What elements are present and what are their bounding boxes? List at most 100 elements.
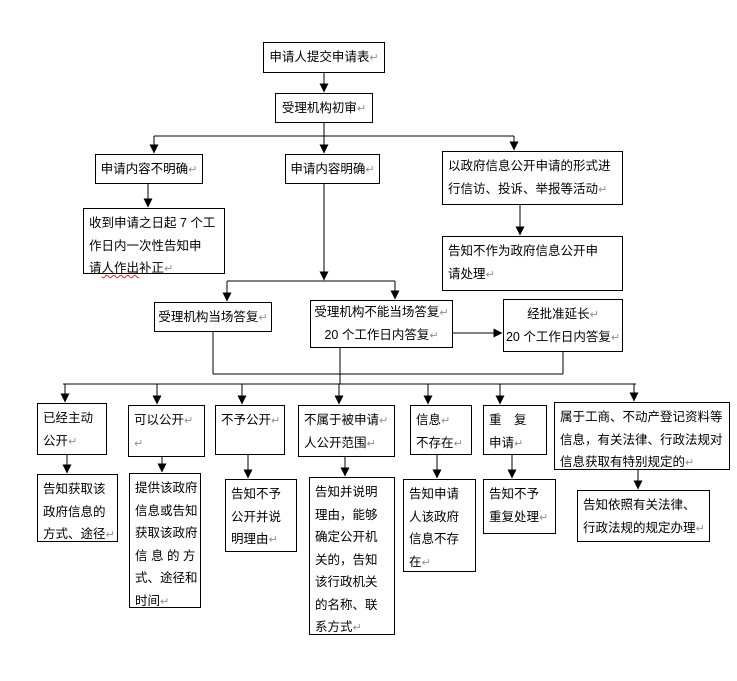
flow-node-text: 公开↵ [43, 433, 78, 448]
paragraph-return-mark: ↵ [439, 307, 449, 319]
flow-node-text: 可以公开↵ [134, 413, 194, 427]
flow-node-text: 信息获取有特别规定的↵ [560, 455, 695, 469]
flow-node-explain-refusal: 告知不予公开并说明理由↵ [225, 479, 297, 552]
flow-node-text: 告知不作为政府信息公开申 [448, 244, 599, 258]
flow-node-initial-review: 受理机构初审↵ [275, 93, 373, 123]
flow-node-text: 获取该政府 [135, 526, 198, 540]
paragraph-return-mark: ↵ [695, 522, 705, 535]
flow-node-special-records: 属于工商、不动产登记资料等信息，有关法律、行政法规对信息获取有特别规定的↵ [554, 402, 730, 470]
paragraph-return-mark: ↵ [258, 311, 268, 324]
flow-node-text: 提供该政府 [135, 481, 198, 495]
flow-node-text: 告知申请 [409, 487, 460, 501]
paragraph-return-mark: ↵ [369, 52, 379, 64]
flow-node-text: 确定公开机 [315, 530, 378, 544]
paragraph-return-mark: ↵ [188, 163, 198, 176]
flow-node-text: 告知获取该 [43, 482, 106, 496]
paragraph-return-mark: ↵ [598, 183, 608, 196]
flow-node-already-public: 已经主动公开↵ [37, 403, 107, 455]
flow-node-text: 系方式↵ [315, 620, 362, 634]
paragraph-return-mark: ↵ [134, 437, 144, 450]
flow-node-text: 关的，告知 [315, 552, 378, 567]
flow-node-text: 时间↵ [135, 593, 170, 608]
paragraph-return-mark: ↵ [421, 556, 431, 569]
flow-node-text: 政府信息的 [43, 504, 106, 519]
paragraph-return-mark: ↵ [356, 102, 367, 115]
flow-node-text: 申请人提交申请表↵ [269, 50, 379, 64]
flow-node-text: 不存在↵ [416, 435, 463, 450]
flow-node-tell-not-exist: 告知申请人该政府信息不存在↵ [403, 479, 476, 572]
flow-node-content-clear: 申请内容明确↵ [285, 154, 380, 184]
flow-node-text: 重复处理↵ [489, 509, 549, 524]
flow-node-text: 20 个工作日内答复↵ [324, 328, 439, 342]
flow-node-not-treated-as-request: 告知不作为政府信息公开申请处理↵ [442, 236, 623, 291]
paragraph-return-mark: ↵ [485, 268, 495, 281]
flow-node-tell-how-to-obtain: 告知获取该政府信息的方式、途径↵ [37, 474, 118, 542]
flow-node-text: 行政法规的规定办理↵ [583, 520, 705, 535]
flow-node-text: 告知依照有关法律、 [583, 498, 696, 512]
flow-node-text: 告知并说明 [315, 485, 378, 499]
flow-node-content-unclear: 申请内容不明确↵ [95, 154, 203, 184]
paragraph-return-mark: ↵ [589, 308, 599, 321]
flow-node-text: 经批准延长↵ [527, 306, 599, 321]
paragraph-return-mark: ↵ [429, 330, 439, 342]
flow-node-text: 受理机构初审↵ [281, 100, 367, 115]
flow-node-not-public: 不予公开↵ [215, 405, 285, 455]
flow-node-text: 告知不予 [489, 487, 540, 501]
paragraph-return-mark: ↵ [610, 331, 621, 344]
edge-layer [60, 73, 643, 490]
flow-node-submit-form: 申请人提交申请表↵ [263, 42, 385, 73]
flow-node-no-repeat-handling: 告知不予重复处理↵ [483, 479, 556, 534]
paragraph-return-mark: ↵ [105, 529, 115, 541]
paragraph-return-mark: ↵ [365, 163, 375, 176]
flow-node-text: 作日内一次性告知申 [89, 238, 202, 253]
flow-node-text: 理由，能够 [315, 507, 378, 522]
flow-node-petition-activity: 以政府信息公开申请的形式进行信访、投诉、举报等活动↵ [442, 151, 623, 205]
flow-node-text: 重 复 [489, 413, 527, 427]
flow-node-text: 方式、途径↵ [43, 527, 115, 541]
paragraph-return-mark: ↵ [453, 437, 463, 450]
flow-node-text: 申请内容明确↵ [290, 161, 375, 176]
flow-node-text: 信息，有关法律、行政法规对 [560, 432, 723, 447]
flow-node-text: 公开并说 [231, 509, 282, 524]
flow-node-text: 不予公开↵ [221, 413, 281, 427]
flow-node-text: 行信访、投诉、举报等活动↵ [448, 181, 608, 196]
flow-node-notify-correction: 收到申请之日起 7 个工作日内一次性告知申请人作出补正↵ [83, 208, 225, 275]
flow-node-text: 在↵ [409, 554, 431, 569]
flow-node-can-be-public: 可以公开↵↵ [128, 405, 205, 457]
flow-node-text: 申请↵ [489, 435, 524, 450]
paragraph-return-mark: ↵ [366, 437, 376, 450]
paragraph-return-mark: ↵ [160, 595, 170, 608]
flow-node-provide-info: 提供该政府信息或告知获取该政府信 息 的 方式、途径和时间↵ [129, 473, 201, 608]
flow-node-text: 申请内容不明确↵ [100, 161, 198, 176]
paragraph-return-mark: ↵ [184, 415, 194, 427]
paragraph-return-mark: ↵ [271, 415, 281, 427]
flow-node-extended-20-days: 经批准延长↵ 20 个工作日内答复↵ [503, 299, 623, 352]
paragraph-return-mark: ↵ [685, 457, 695, 469]
flow-node-repeat-request: 重 复申请↵ [483, 405, 547, 455]
flow-node-text: 的名称、联 [315, 597, 378, 612]
flow-node-text: 以政府信息公开申请的形式进 [448, 159, 611, 173]
flow-node-handle-per-law: 告知依照有关法律、行政法规的规定办理↵ [577, 490, 710, 542]
flow-node-text: 已经主动 [43, 411, 94, 425]
flow-node-text: 信息或告知 [135, 503, 198, 518]
flow-node-text: 请处理↵ [448, 266, 495, 281]
flow-node-text: 信息不存 [409, 532, 460, 546]
flow-node-explain-and-refer: 告知并说明理由，能够确定公开机关的，告知该行政机关的名称、联系方式↵ [309, 477, 395, 635]
paragraph-return-mark: ↵ [352, 622, 362, 634]
flow-node-text: 受理机构当场答复↵ [158, 309, 268, 324]
flow-node-reply-on-spot: 受理机构当场答复↵ [154, 302, 272, 332]
flow-node-text: 不属于被申请↵ [304, 413, 389, 427]
flow-node-reply-in-20-days: 受理机构不能当场答复↵ 20 个工作日内答复↵ [310, 300, 453, 348]
flow-node-text: 请人作出补正↵ [89, 261, 174, 275]
flow-node-text: 式、途径和 [135, 571, 198, 585]
flow-node-text: 受理机构不能当场答复↵ [314, 305, 449, 319]
paragraph-return-mark: ↵ [379, 415, 389, 427]
flow-node-text: 人公开范围↵ [304, 435, 376, 450]
flow-node-text: ↵ [134, 432, 199, 455]
flow-node-text: 20 个工作日内答复↵ [505, 329, 621, 344]
flow-node-text: 该行政机关 [315, 575, 378, 589]
flow-node-text: 人该政府 [409, 509, 460, 524]
flow-node-text: 收到申请之日起 7 个工 [89, 216, 216, 230]
flow-node-text: 属于工商、不动产登记资料等 [560, 410, 723, 424]
